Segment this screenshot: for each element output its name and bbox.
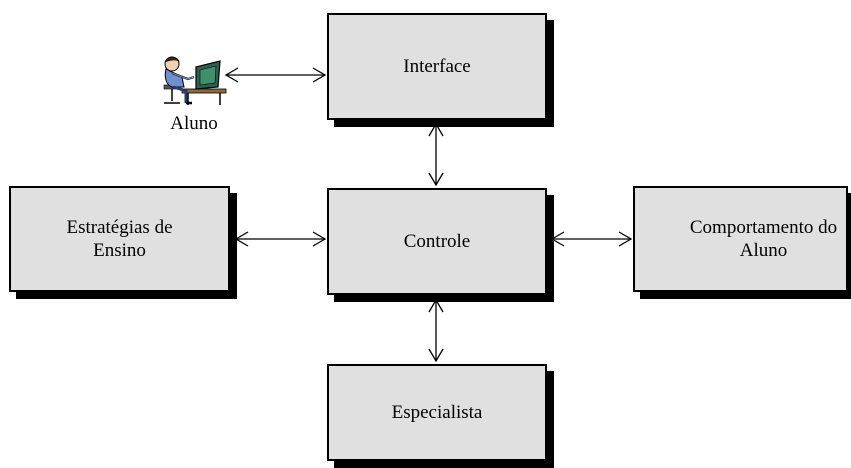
especialista-box: Especialista [327,364,547,461]
comportamento-box: Comportamento do Aluno [633,186,848,292]
controle-box: Controle [327,188,547,295]
interface-label: Interface [403,56,471,77]
comportamento-label-line1: Comportamento do [689,217,838,238]
arrow-controle-comportamento [550,231,633,247]
student-at-computer-icon [163,56,227,105]
comportamento-label-line2: Aluno [739,240,788,261]
especialista-label: Especialista [391,402,483,423]
arrow-controle-especialista [428,298,444,363]
arrow-aluno-interface [224,67,327,83]
estrategias-label-line2: Ensino [93,240,146,261]
estrategias-label-line1: Estratégias de [66,217,173,238]
estrategias-box: Estratégias de Ensino [9,186,230,292]
arrow-estrategias-controle [234,231,327,247]
arrow-interface-controle [428,122,444,187]
student-label: Aluno [170,113,218,134]
controle-label: Controle [403,231,471,252]
interface-box: Interface [327,13,547,120]
